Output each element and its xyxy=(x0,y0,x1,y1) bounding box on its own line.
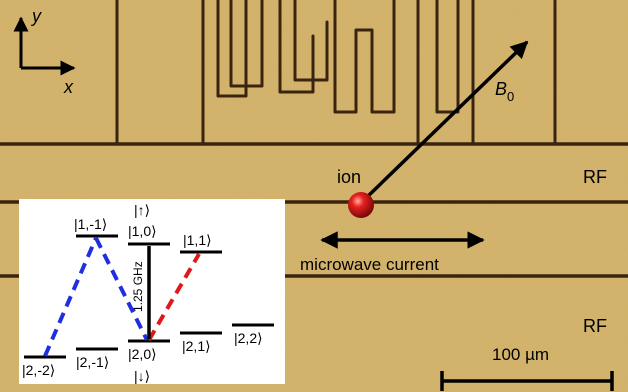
rf-label-bottom: RF xyxy=(583,316,607,336)
dc-electrode-i xyxy=(435,0,460,114)
level-label-2m1: |2,-1⟩ xyxy=(76,354,109,370)
level-label-10: |1,0⟩ xyxy=(128,223,157,239)
level-label-2m2: |2,-2⟩ xyxy=(22,362,55,378)
ion xyxy=(348,192,374,218)
coordinate-axes xyxy=(13,16,76,76)
dc-electrode-d xyxy=(229,0,264,88)
dc-electrode-e xyxy=(278,0,315,94)
microwave-current-label: microwave current xyxy=(300,255,439,274)
level-label-10-alias: |↑⟩ xyxy=(134,202,150,218)
level-label-1m1: |1,-1⟩ xyxy=(74,216,107,232)
sigma-minus-transition-b xyxy=(94,237,149,341)
scale-bar xyxy=(440,371,614,391)
level-label-21: |2,1⟩ xyxy=(182,338,211,354)
scale-bar-label: 100 µm xyxy=(492,345,549,364)
b-field-arrow xyxy=(363,40,529,201)
dc-electrode-f xyxy=(293,0,329,82)
dc-electrode-c xyxy=(216,0,248,98)
energy-level-inset: |1,-1⟩ |↑⟩ |1,0⟩ |1,1⟩ |2,-2⟩ |2,-1⟩ |2,… xyxy=(19,199,285,384)
x-axis-label: x xyxy=(63,77,74,97)
level-label-20: |2,0⟩ xyxy=(128,346,157,362)
level-label-22: |2,2⟩ xyxy=(234,330,263,346)
b-field-label: B0 xyxy=(495,79,514,104)
dc-electrode-g xyxy=(333,0,396,114)
ion-label: ion xyxy=(337,167,361,187)
inset-background xyxy=(19,199,285,384)
y-axis-label: y xyxy=(30,6,42,26)
level-label-11: |1,1⟩ xyxy=(183,232,212,248)
electrode-gaps xyxy=(0,0,628,278)
sigma-minus-transition-a xyxy=(43,237,98,357)
sigma-plus-transition xyxy=(147,252,201,342)
rf-label-top: RF xyxy=(583,167,607,187)
transition-frequency-label: 1.25 GHz xyxy=(131,261,145,312)
level-label-20-alias: |↓⟩ xyxy=(134,368,150,384)
